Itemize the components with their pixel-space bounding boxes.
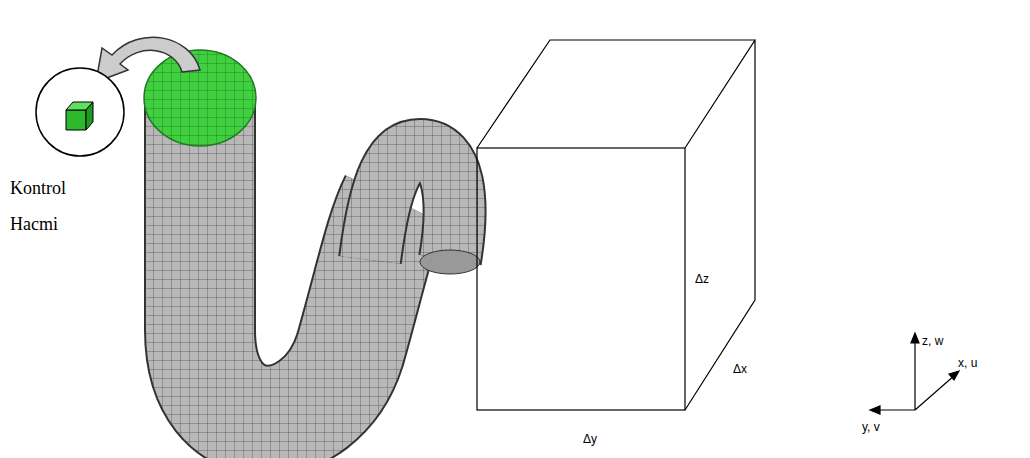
control-volume-label: Kontrol Hacmi — [10, 170, 90, 242]
dimension-label: Δy — [583, 432, 597, 446]
control-volume-cube — [477, 40, 755, 410]
axes — [870, 333, 959, 414]
callout — [36, 37, 200, 156]
axis-label: x, u — [958, 356, 977, 370]
dimension-label: Δx — [733, 362, 747, 376]
axis-label: z, w — [922, 334, 943, 348]
pipe — [144, 50, 480, 421]
axis-label: y, v — [862, 420, 880, 434]
dimension-label: Δz — [695, 272, 709, 286]
